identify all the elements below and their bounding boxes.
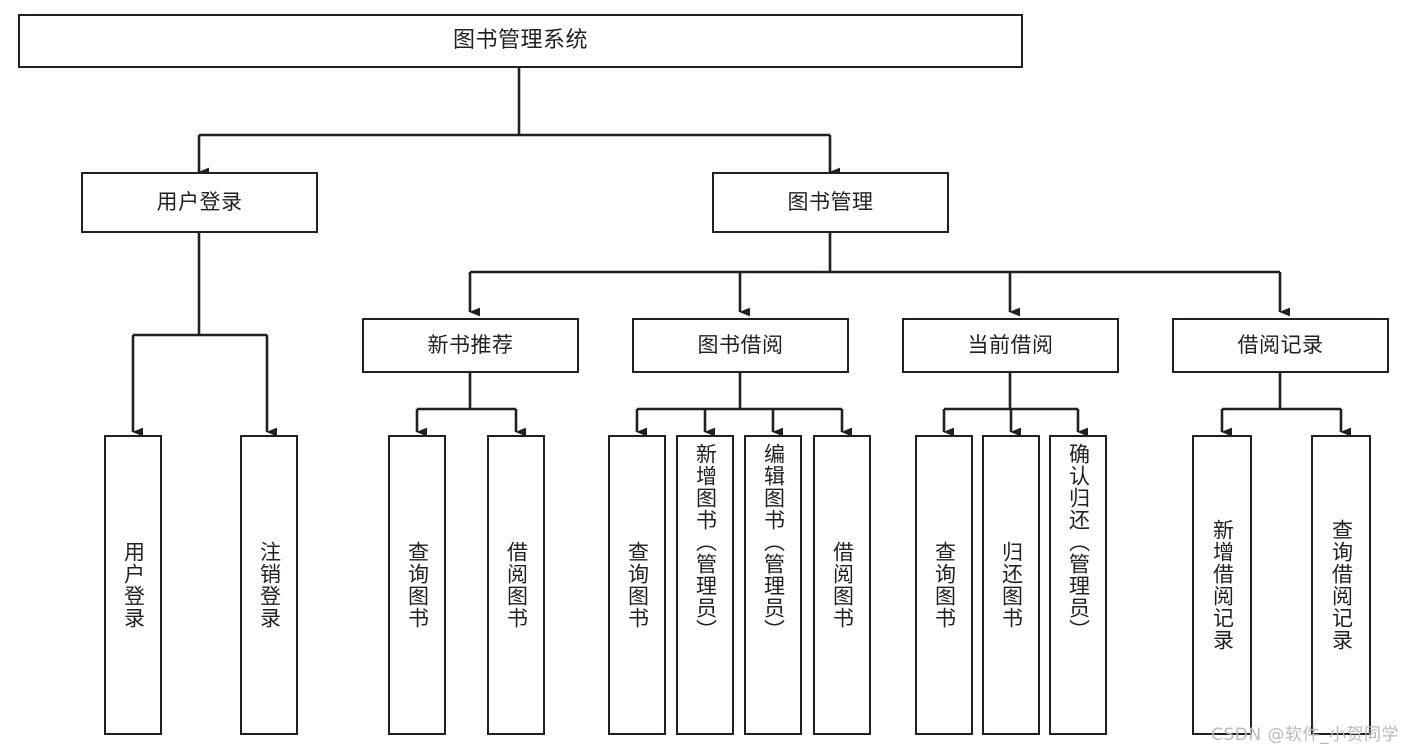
leaf-user-login-login[interactable]: 用户登录: [104, 435, 162, 735]
leaf-current-confirm-return-admin[interactable]: 确认归还（管理员）: [1049, 435, 1107, 735]
node-label: 借阅记录: [1237, 333, 1324, 358]
node-current-borrow[interactable]: 当前借阅: [902, 318, 1119, 373]
leaf-new-book-borrow[interactable]: 借阅图书: [487, 435, 545, 735]
leaf-borrow-add-book-admin[interactable]: 新增图书（管理员）: [676, 435, 734, 735]
leaf-borrow-query-book[interactable]: 查询图书: [608, 435, 666, 735]
node-book-management-system[interactable]: 图书管理系统: [18, 14, 1023, 68]
leaf-current-query-book[interactable]: 查询图书: [915, 435, 973, 735]
leaf-label: 新增借阅记录: [1210, 519, 1235, 651]
leaf-label: 注销登录: [257, 541, 282, 629]
node-user-login[interactable]: 用户登录: [81, 172, 318, 233]
leaf-borrow-edit-book-admin[interactable]: 编辑图书（管理员）: [744, 435, 802, 735]
leaf-label: 借阅图书: [504, 541, 529, 629]
leaf-label: 查询借阅记录: [1329, 519, 1354, 651]
leaf-label: 编辑图书（管理员）: [761, 443, 786, 641]
node-book-borrow[interactable]: 图书借阅: [632, 318, 849, 373]
node-label: 图书管理: [787, 190, 874, 215]
node-label: 用户登录: [156, 190, 243, 215]
node-label: 图书管理系统: [452, 28, 588, 54]
leaf-borrow-borrow-book[interactable]: 借阅图书: [813, 435, 871, 735]
leaf-label: 查询图书: [405, 541, 430, 629]
leaf-label: 查询图书: [625, 541, 650, 629]
node-label: 新书推荐: [427, 333, 514, 358]
node-label: 图书借阅: [697, 333, 784, 358]
node-label: 当前借阅: [967, 333, 1054, 358]
leaf-user-login-logout[interactable]: 注销登录: [240, 435, 298, 735]
leaf-label: 确认归还（管理员）: [1066, 443, 1091, 641]
node-borrow-record[interactable]: 借阅记录: [1172, 318, 1389, 373]
node-book-management[interactable]: 图书管理: [712, 172, 949, 233]
leaf-label: 归还图书: [999, 541, 1024, 629]
leaf-current-return-book[interactable]: 归还图书: [982, 435, 1040, 735]
leaf-label: 借阅图书: [830, 541, 855, 629]
leaf-label: 新增图书（管理员）: [693, 443, 718, 641]
node-new-book-recommend[interactable]: 新书推荐: [362, 318, 579, 373]
leaf-new-book-query[interactable]: 查询图书: [388, 435, 446, 735]
leaf-record-add-record[interactable]: 新增借阅记录: [1192, 435, 1252, 735]
leaf-label: 用户登录: [121, 541, 146, 629]
leaf-label: 查询图书: [932, 541, 957, 629]
leaf-record-query-record[interactable]: 查询借阅记录: [1311, 435, 1371, 735]
